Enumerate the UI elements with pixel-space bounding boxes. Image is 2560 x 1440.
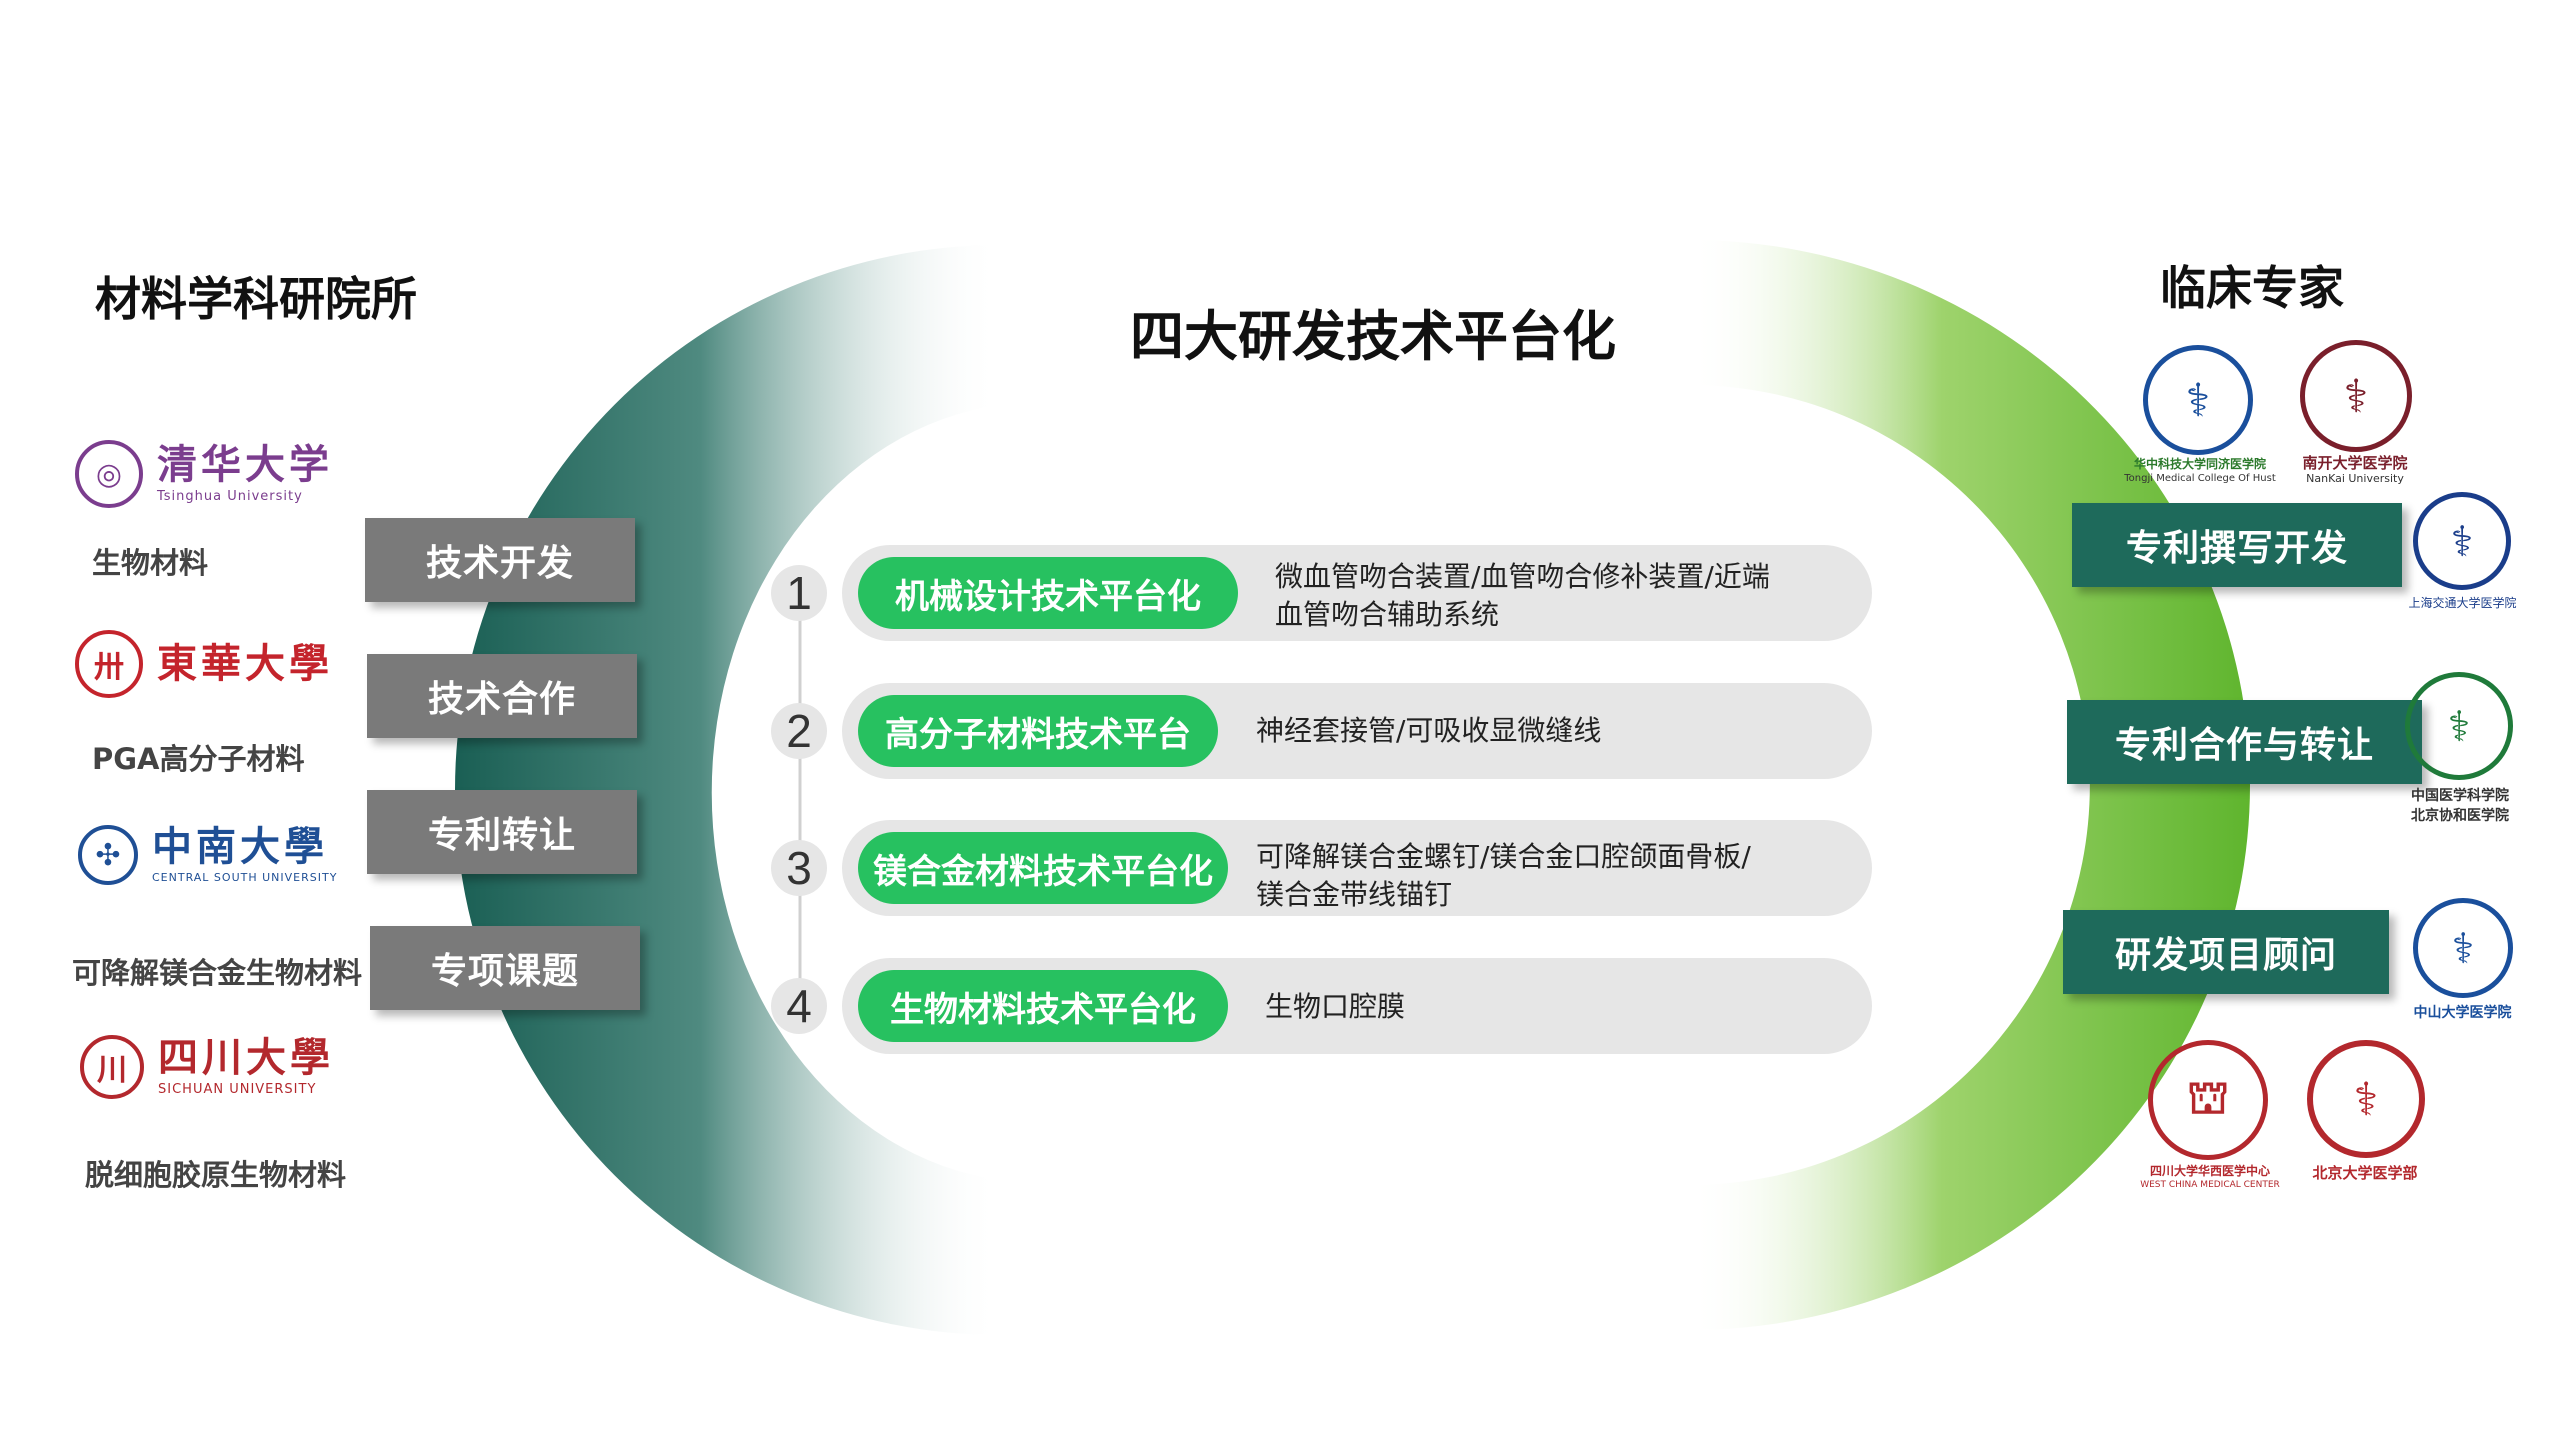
tag-special-project: 专项课题: [370, 926, 640, 1010]
expert-caption: 上海交通大学医学院: [2408, 596, 2517, 610]
platform-description: 可降解镁合金螺钉/镁合金口腔颌面骨板/ 镁合金带线锚钉: [1256, 838, 1751, 914]
university-name: 東華大學: [157, 640, 333, 687]
center-section-title: 四大研发技术平台化: [1130, 305, 1616, 368]
platform-number: 2: [771, 703, 827, 759]
platform-description: 微血管吻合装置/血管吻合修补装置/近端 血管吻合辅助系统: [1275, 558, 1770, 634]
tag-patent-cooperation: 专利合作与转让: [2067, 700, 2422, 784]
tag-patent-transfer: 专利转让: [367, 790, 637, 874]
right-section-title: 临床专家: [2160, 261, 2344, 315]
platform-name-pill: 镁合金材料技术平台化: [858, 832, 1228, 904]
platform-number: 4: [771, 978, 827, 1034]
central-south-logo: ✣ 中南大學 CENTRAL SOUTH UNIVERSITY: [78, 825, 337, 885]
donghua-seal-icon: 卅: [75, 630, 143, 698]
left-arc: [455, 245, 1000, 1335]
pku-health-seal-icon: ⚕: [2307, 1040, 2425, 1158]
tsinghua-logo: ◎ 清华大学 Tsinghua University: [75, 440, 333, 508]
university-name: 四川大學: [158, 1033, 334, 1081]
sichuan-seal-icon: 川: [80, 1035, 144, 1099]
tag-patent-writing: 专利撰写开发: [2072, 503, 2402, 587]
expert-caption: 华中科技大学同济医学院: [2133, 457, 2266, 471]
expert-caption-en: NanKai University: [2306, 472, 2404, 485]
nankai-seal-icon: ⚕: [2300, 340, 2412, 452]
desc-line: 生物口腔膜: [1265, 990, 1406, 1023]
pumc-seal-icon: ⚕: [2405, 672, 2513, 780]
central-south-seal-icon: ✣: [78, 825, 138, 885]
expert-caption-en: Tongji Medical College Of Hust: [2124, 473, 2276, 484]
platform-name-pill: 高分子材料技术平台: [858, 695, 1218, 767]
university-caption: 生物材料: [92, 546, 209, 580]
tag-tech-cooperation: 技术合作: [367, 654, 637, 738]
sichuan-logo: 川 四川大學 SICHUAN UNIVERSITY: [80, 1035, 334, 1099]
expert-caption: 北京大学医学部: [2312, 1164, 2418, 1182]
university-name-en: CENTRAL SOUTH UNIVERSITY: [152, 870, 338, 884]
tag-tech-development: 技术开发: [365, 518, 635, 602]
university-name-en: SICHUAN UNIVERSITY: [158, 1081, 317, 1097]
desc-line: 镁合金带线锚钉: [1256, 878, 1453, 911]
expert-caption: 南开大学医学院: [2302, 454, 2408, 472]
platform-number: 3: [771, 840, 827, 896]
desc-line: 血管吻合辅助系统: [1275, 598, 1500, 631]
platform-number: 1: [771, 565, 827, 621]
tsinghua-seal-icon: ◎: [75, 440, 143, 508]
university-name-en: Tsinghua University: [157, 488, 303, 504]
university-name: 中南大學: [152, 822, 328, 870]
sjtu-seal-icon: ⚕: [2413, 492, 2511, 590]
desc-line: 微血管吻合装置/血管吻合修补装置/近端: [1275, 560, 1770, 593]
university-caption: 脱细胞胶原生物材料: [85, 1158, 347, 1192]
left-section-title: 材料学科研院所: [95, 272, 417, 326]
platform-name-pill: 机械设计技术平台化: [858, 557, 1238, 629]
expert-caption: 北京协和医学院: [2411, 808, 2509, 824]
desc-line: 可降解镁合金螺钉/镁合金口腔颌面骨板/: [1256, 840, 1751, 873]
expert-caption: 中山大学医学院: [2413, 1005, 2512, 1021]
university-name: 清华大学: [157, 440, 333, 488]
sysu-seal-icon: ⚕: [2413, 898, 2513, 998]
platform-description: 神经套接管/可吸收显微缝线: [1256, 712, 1601, 750]
expert-caption: 四川大学华西医学中心: [2149, 1164, 2270, 1178]
tag-rd-advisor: 研发项目顾问: [2063, 910, 2389, 994]
expert-caption: 中国医学科学院: [2411, 788, 2509, 804]
desc-line: 神经套接管/可吸收显微缝线: [1256, 714, 1602, 747]
donghua-logo: 卅 東華大學: [75, 630, 333, 698]
platform-name-pill: 生物材料技术平台化: [858, 970, 1228, 1042]
west-china-seal-icon: ⛫: [2148, 1040, 2268, 1160]
tongji-seal-icon: ⚕: [2143, 345, 2253, 455]
expert-caption-en: WEST CHINA MEDICAL CENTER: [2140, 1180, 2280, 1190]
university-caption: 可降解镁合金生物材料: [72, 956, 363, 990]
platform-description: 生物口腔膜: [1265, 988, 1405, 1026]
university-caption: PGA高分子材料: [92, 742, 305, 776]
